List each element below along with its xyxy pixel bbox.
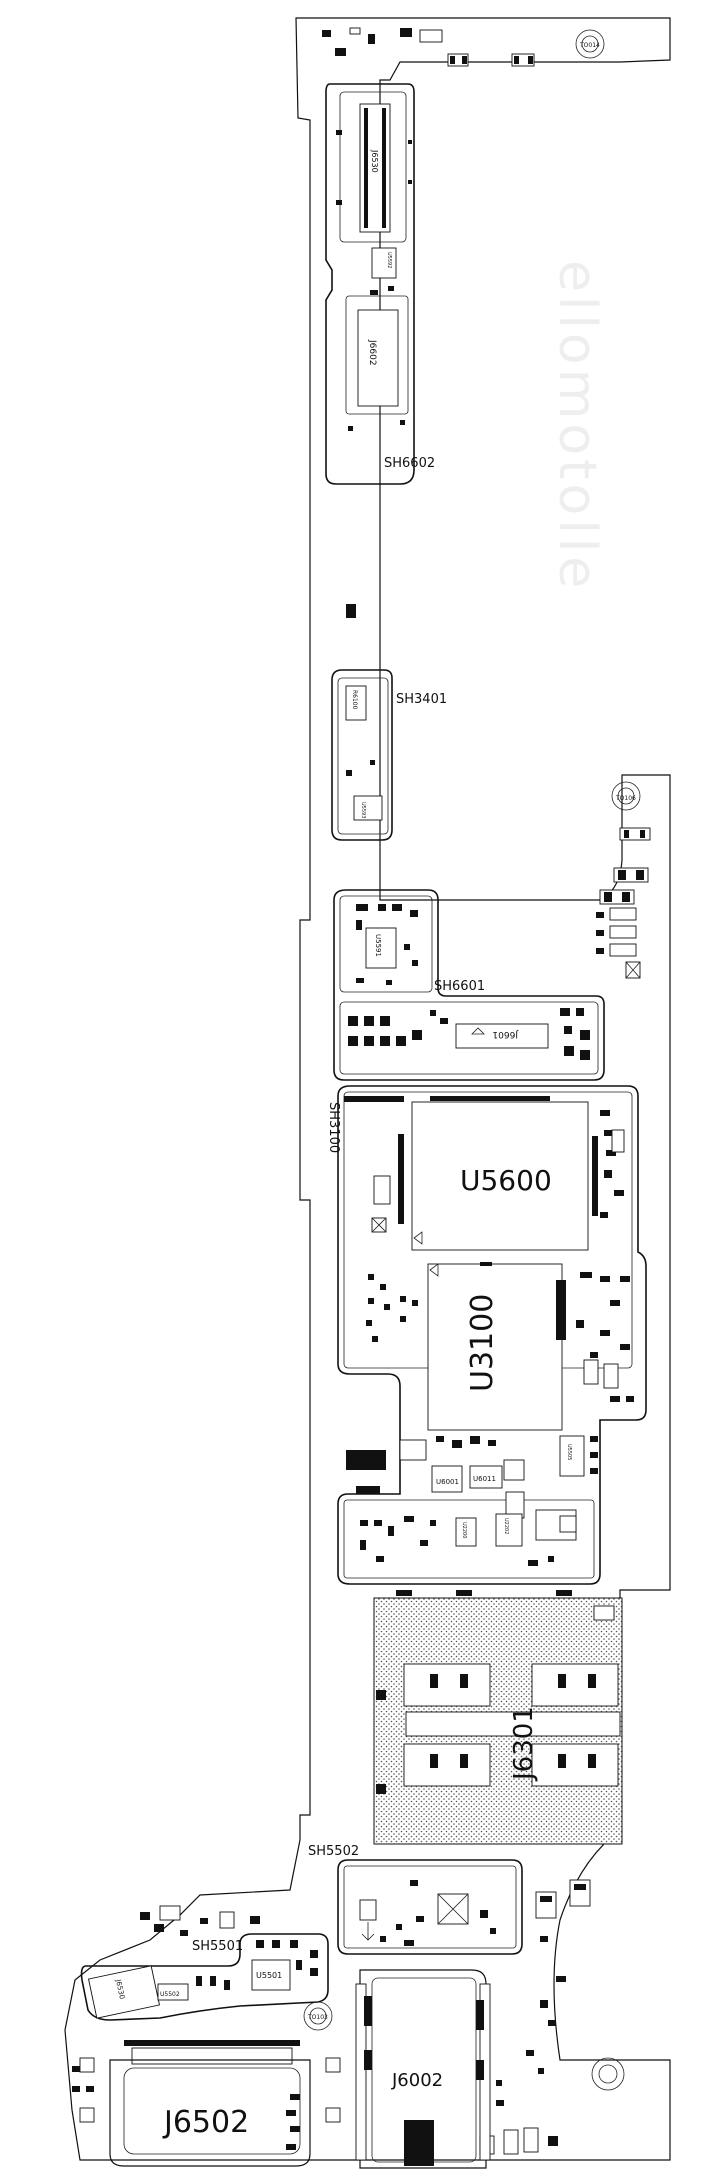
connector-j6601-label: J6601 bbox=[492, 1029, 519, 1039]
component-u5505-label: U5505 bbox=[566, 1444, 572, 1460]
testpoint-mid-label: TO106 bbox=[615, 795, 636, 802]
shield-sh5502-outline bbox=[337, 1859, 523, 1955]
connector-j6502 bbox=[79, 2040, 341, 2167]
sh6602-small-parts bbox=[336, 130, 412, 431]
chip-u5501-label: U5501 bbox=[256, 1971, 282, 1980]
sh5501-outer-parts bbox=[140, 1905, 260, 1936]
sh5501-small-parts bbox=[196, 1940, 318, 1990]
resistor-r6100-label: R6100 bbox=[351, 690, 358, 710]
chip-u6011-label: U6011 bbox=[473, 1475, 496, 1483]
shield-sh5502-label: SH5502 bbox=[308, 1844, 359, 1859]
connector-j6502-label: J6502 bbox=[162, 2105, 249, 2140]
connector-j6301-label: J6301 bbox=[509, 1706, 539, 1782]
shield-sh3401-outline bbox=[331, 669, 393, 841]
chip-u6001-label: U6001 bbox=[436, 1478, 459, 1486]
shield-sh5501-outline bbox=[80, 1933, 329, 2021]
shield-sh6602-outline bbox=[325, 83, 415, 485]
shield-sh3100-outline bbox=[337, 1085, 647, 1585]
j6502-side-parts bbox=[72, 2066, 300, 2150]
shield-sh3401-label: SH3401 bbox=[396, 692, 447, 707]
shield-sh6601-outline bbox=[333, 889, 605, 1081]
connector-j6002 bbox=[355, 1969, 491, 2169]
sh5502-small-parts bbox=[359, 1880, 496, 1946]
watermark-text: ellomotolle bbox=[547, 260, 607, 592]
shield-sh6601-label: SH6601 bbox=[434, 979, 485, 994]
shield-sh6602-label: SH6602 bbox=[384, 456, 435, 471]
chip-u3100-label: U3100 bbox=[465, 1294, 500, 1392]
component-u5502-label: U5502 bbox=[160, 1991, 180, 1998]
connector-j6002-label: J6002 bbox=[391, 2070, 443, 2091]
shield-sh3100-label: SH3100 bbox=[326, 1102, 341, 1153]
sh3100-lower-parts: U6001 U6011 U5505 U2200 U2202 bbox=[343, 1435, 598, 1579]
connector-j6530-label: J6530 bbox=[370, 149, 379, 173]
testpoint-top-label: TO014 bbox=[579, 42, 600, 49]
chip-u2200-label: U2200 bbox=[461, 1522, 467, 1538]
testpoint-bottom-label: TO103 bbox=[307, 2014, 328, 2021]
right-side-parts: TO106 bbox=[596, 781, 651, 979]
sh6601-small-parts bbox=[348, 904, 590, 1060]
connector-j6602-label: J6602 bbox=[367, 339, 377, 366]
component-u5592-label: U5592 bbox=[386, 252, 392, 268]
component-u5591-label: U5591 bbox=[374, 934, 382, 957]
shield-sh5501-label: SH5501 bbox=[192, 1939, 243, 1954]
chip-u5600-label: U5600 bbox=[460, 1164, 552, 1197]
chip-u2202-label: U2202 bbox=[503, 1518, 509, 1534]
j6301-pins bbox=[430, 1674, 596, 1768]
top-components: TO014 bbox=[322, 27, 605, 67]
component-u5593-label: U5593 bbox=[360, 802, 366, 818]
sh3100-small-parts bbox=[344, 1096, 634, 1402]
connector-pins-j6530 bbox=[364, 108, 386, 228]
right-lower-parts bbox=[479, 1879, 625, 2155]
